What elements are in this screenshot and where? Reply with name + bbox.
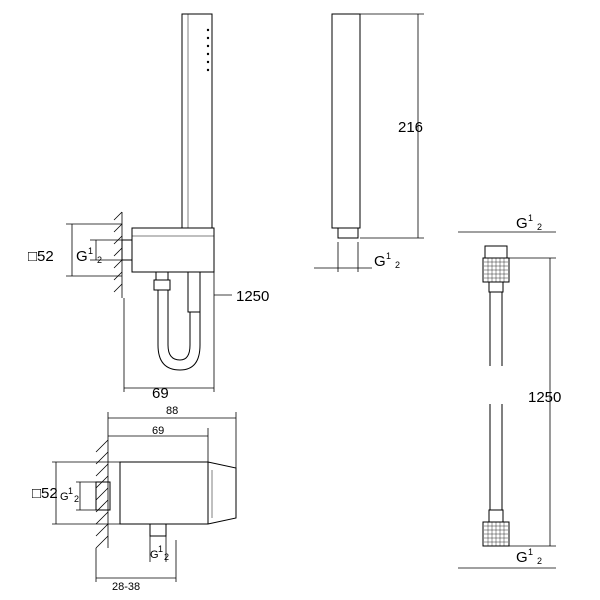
hose-bottom-knurl [484,522,508,546]
top-thread-den: 2 [97,255,102,265]
top-square-label: □52 [28,248,54,265]
bottom-conn-thread-num: 1 [158,544,163,554]
hose-top-knurl [484,258,508,282]
outlet-thread-stub [121,239,133,261]
outlet-side-connector [149,523,167,537]
handle-side-thread [337,227,359,239]
hose-top-thread-label: G [516,215,528,232]
hose-bottom-thread-den: 2 [537,556,542,566]
outlet-side-stub [95,481,111,511]
shower-nozzles [206,28,210,72]
wall-hatch-top [113,211,123,298]
hose-loop [153,271,201,371]
wall-outlet-side-view [52,412,237,582]
top-dims [66,223,232,392]
bottom-conn-thread-label: G [150,549,159,561]
side-thread-label: G [374,253,386,270]
side-height-label: 216 [398,119,423,136]
bottom-thread-num: 1 [68,486,73,496]
hand-shower-side-view [314,13,424,272]
handle-side-body [331,13,361,229]
wall-outlet-front-view [66,13,232,392]
hose-length-label: 1250 [528,389,561,406]
hose-bottom-thread-num: 1 [528,547,533,557]
hand-shower-handle [181,13,213,229]
bottom-width-88-label: 88 [166,405,178,417]
wall-hatch-bottom [95,439,109,549]
hose-top-thread-num: 1 [528,213,533,223]
bottom-width-69-label: 69 [152,425,164,437]
hose-top-thread-den: 2 [537,222,542,232]
bottom-square-label: □52 [32,485,58,502]
bottom-conn-thread-den: 2 [164,552,169,562]
side-dims [314,13,424,272]
top-thread-num: 1 [88,246,93,256]
bottom-thread-label: G [60,491,69,503]
bottom-wall-label: 28-38 [112,581,140,593]
bottom-thread-den: 2 [74,494,79,504]
bottom-dims [52,412,237,582]
top-hose-length-label: 1250 [236,288,269,305]
side-thread-num: 1 [386,251,391,261]
outlet-side-body [119,461,237,525]
outlet-body [131,227,215,273]
top-thread-label: G [76,248,88,265]
side-thread-den: 2 [395,260,400,270]
hose-bottom-thread-label: G [516,549,528,566]
hose-dims [458,231,556,569]
top-width-label: 69 [152,385,169,402]
shower-hose-view [458,231,556,569]
